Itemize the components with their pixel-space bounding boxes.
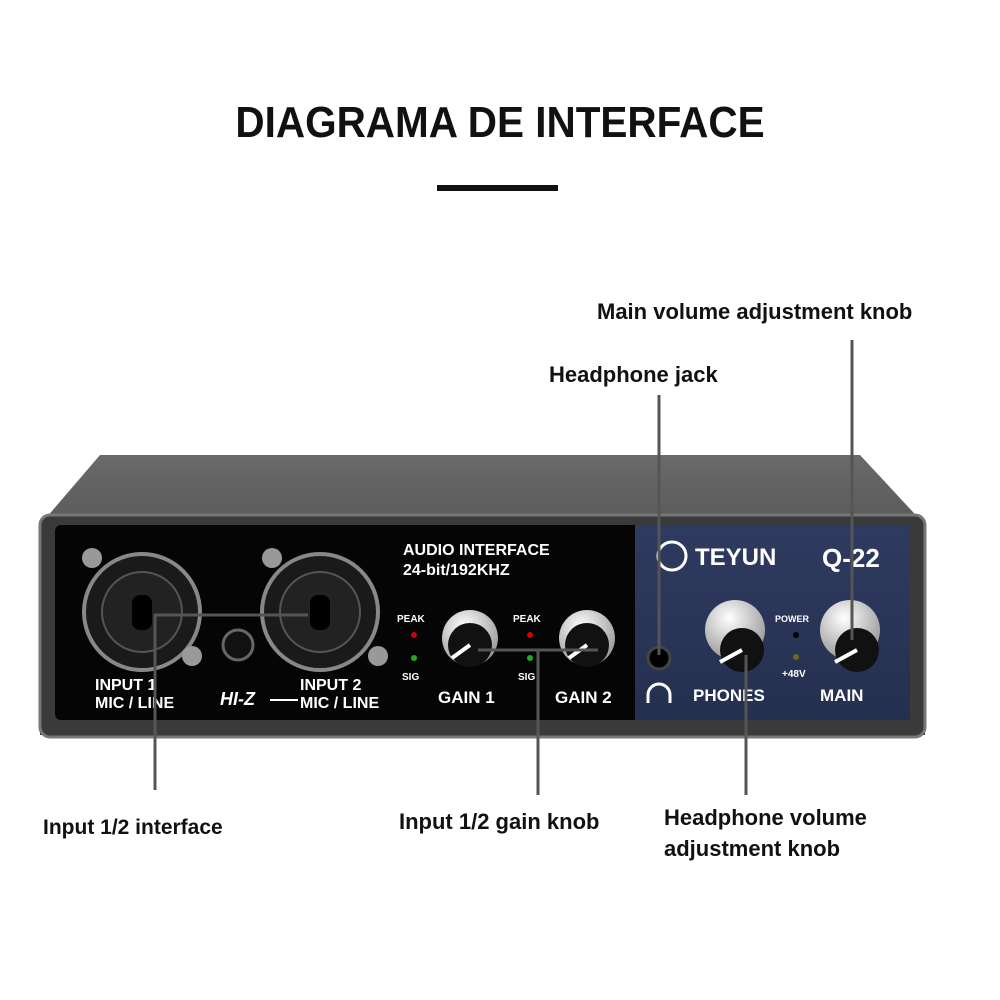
phones-knob	[705, 600, 765, 672]
callout-lines	[153, 340, 854, 795]
gain-1-knob	[442, 610, 498, 667]
input1-label: INPUT 1	[95, 677, 156, 694]
peak-1-label: PEAK	[397, 614, 426, 625]
gain2-label: GAIN 2	[555, 688, 612, 707]
peak-1-led	[411, 632, 417, 638]
peak-2-label: PEAK	[513, 614, 542, 625]
gain1-label: GAIN 1	[438, 688, 495, 707]
power-label: POWER	[775, 614, 810, 624]
page-title: DIAGRAMA DE INTERFACE	[235, 98, 765, 147]
headphone-volume-callout-line1: Headphone volume	[664, 805, 867, 830]
input-2-jack	[260, 548, 388, 672]
sig-2-led	[527, 655, 533, 661]
sig-1-label: SIG	[402, 672, 419, 683]
input2-type: MIC / LINE	[300, 695, 379, 712]
input-1-jack	[82, 548, 202, 672]
phantom-led	[793, 654, 799, 660]
hiz-label: HI-Z	[220, 689, 256, 709]
gain-knob-callout: Input 1/2 gain knob	[399, 809, 600, 834]
sig-1-led	[411, 655, 417, 661]
main-label: MAIN	[820, 686, 863, 705]
phones-label: PHONES	[693, 686, 765, 705]
brand-logo: TEYUN	[695, 544, 776, 571]
power-led	[793, 632, 799, 638]
main-knob	[820, 600, 880, 672]
device-spec: 24-bit/192KHZ	[403, 562, 510, 579]
input-interface-callout-line	[153, 613, 308, 790]
hi-z-jack	[221, 628, 255, 662]
input1-type: MIC / LINE	[95, 695, 174, 712]
gain-2-knob	[559, 610, 615, 667]
device-heading: AUDIO INTERFACE	[403, 542, 550, 559]
peak-2-led	[527, 632, 533, 638]
input-interface-callout: Input 1/2 interface	[43, 816, 223, 839]
sig-2-label: SIG	[518, 672, 535, 683]
headphone-volume-callout: Headphone volume adjustment knob	[664, 802, 867, 864]
headphone-volume-callout-line2: adjustment knob	[664, 836, 841, 861]
phantom-label: +48V	[782, 669, 806, 680]
input2-label: INPUT 2	[300, 677, 361, 694]
headphone-jack-callout: Headphone jack	[549, 362, 718, 387]
main-volume-callout: Main volume adjustment knob	[597, 299, 913, 324]
headphone-icon	[646, 682, 672, 703]
title-underline	[437, 185, 558, 191]
gain-knob-callout-line	[478, 648, 598, 795]
